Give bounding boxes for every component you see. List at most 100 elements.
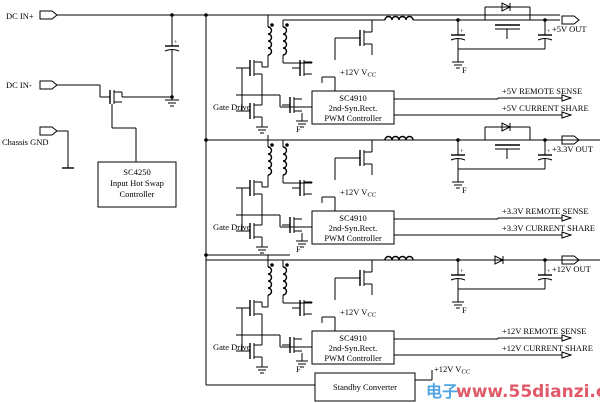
output-f-label: F [462,65,467,75]
controller-desc: PWM Controller [324,233,382,243]
current-share-arrow [561,111,573,119]
secondary-winding-icon [282,266,288,296]
dc-in-pos-terminal [39,10,58,20]
remote-sense-arrow [561,94,573,102]
output-capacitor-1-icon: + [450,29,466,41]
gate-drive-label: Gate Drive [213,342,251,352]
svg-text:Input Hot Swap: Input Hot Swap [110,178,164,188]
standby-vcc-label: +12V VCC [434,364,471,376]
gate-drive-label: Gate Drive [213,222,251,232]
remote-sense-label: +12V REMOTE SENSE [502,326,586,336]
primary-winding-icon [267,26,273,56]
secondary-ground-icon [296,360,308,368]
output-label: +3.3V OUT [552,144,594,154]
ground-f-label: F [296,124,301,134]
output-inductor-icon [384,255,414,261]
output-inductor-icon [384,135,414,141]
primary-mosfet-high-icon [242,180,262,196]
current-share-arrow [561,231,573,239]
sync-rect-mosfet-icon [292,60,312,76]
current-share-arrow [561,351,573,359]
primary-winding-icon [267,266,273,296]
dc-in-pos-label: DC IN+ [6,11,34,21]
controller-type: 2nd-Syn.Rect. [329,223,378,233]
controller-part: SC4910 [339,213,366,223]
secondary-ground-icon [296,120,308,128]
primary-mosfet-high-icon [242,300,262,316]
sync-rect-mosfet-icon [292,180,312,196]
current-share-label: +3.3V CURRENT SHARE [502,223,595,233]
hot-swap-controller: SC4250 Input Hot Swap Controller [97,161,177,208]
output-terminal [561,255,580,265]
output-terminal [561,135,580,145]
svg-text:+: + [174,40,178,46]
primary-ground-icon [256,366,268,374]
freewheel-mosfet-icon [282,97,302,113]
output-terminal [561,15,580,25]
dc-in-neg-terminal [39,80,58,90]
hot-swap-mosfet [100,90,172,104]
secondary-winding-icon [282,26,288,56]
dc-in-neg-label: DC IN- [6,80,32,90]
controller-desc: PWM Controller [324,113,382,123]
remote-sense-label: +5V REMOTE SENSE [502,86,582,96]
output-capacitor-1-icon: + [450,149,466,161]
controller-vcc-label: +12V VCC [340,307,377,319]
oring-mosfet-icon [484,2,531,39]
ground-f-label: F [296,364,301,374]
remote-sense-arrow [561,334,573,342]
current-share-label: +12V CURRENT SHARE [502,343,593,353]
controller-vcc-label: +12V VCC [340,187,377,199]
primary-ground-icon [256,246,268,254]
standby-converter: Standby Converter [314,372,416,402]
secondary-winding-icon [282,146,288,176]
svg-text:Standby Converter: Standby Converter [333,382,397,392]
input-ground-symbol [165,99,179,107]
chassis-gnd-terminal [39,126,58,136]
output-capacitor-1-icon: + [450,269,466,281]
primary-mosfet-high-icon [242,60,262,76]
controller-part: SC4910 [339,333,366,343]
output-rect-mosfet-icon [352,150,372,166]
primary-mosfet-low-icon [242,103,262,119]
chassis-gnd-label: Chassis GND [2,137,49,147]
output-ground-icon [452,61,464,69]
primary-winding-icon [267,146,273,176]
output-rect-mosfet-icon [352,30,372,46]
output-f-label: F [462,185,467,195]
watermark-url: www.55dianzi.com [456,382,600,402]
output-ground-icon [452,301,464,309]
watermark-cn: 电子 [426,382,458,401]
svg-text:SC4250: SC4250 [123,167,150,177]
remote-sense-label: +3.3V REMOTE SENSE [502,206,589,216]
primary-mosfet-low-icon [242,223,262,239]
svg-text:+: + [460,269,464,275]
svg-text:+: + [460,29,464,35]
output-capacitor-2-icon: + [537,149,553,161]
svg-text:+: + [547,269,551,275]
output-label: +5V OUT [552,24,587,34]
svg-text:+: + [547,29,551,35]
primary-ground-icon [256,126,268,134]
current-share-label: +5V CURRENT SHARE [502,103,589,113]
oring-mosfet-icon [484,122,531,159]
controller-vcc-label: +12V VCC [340,67,377,79]
remote-sense-arrow [561,214,573,222]
primary-mosfet-low-icon [242,343,262,359]
freewheel-mosfet-icon [282,337,302,353]
controller-type: 2nd-Syn.Rect. [329,343,378,353]
controller-part: SC4910 [339,93,366,103]
ground-f-label: F [296,244,301,254]
gate-drive-label: Gate Drive [213,102,251,112]
secondary-ground-icon [296,240,308,248]
output-capacitor-2-icon: + [537,29,553,41]
output-ground-icon [452,181,464,189]
svg-text:+: + [460,149,464,155]
output-inductor-icon [384,15,414,21]
output-f-label: F [462,305,467,315]
